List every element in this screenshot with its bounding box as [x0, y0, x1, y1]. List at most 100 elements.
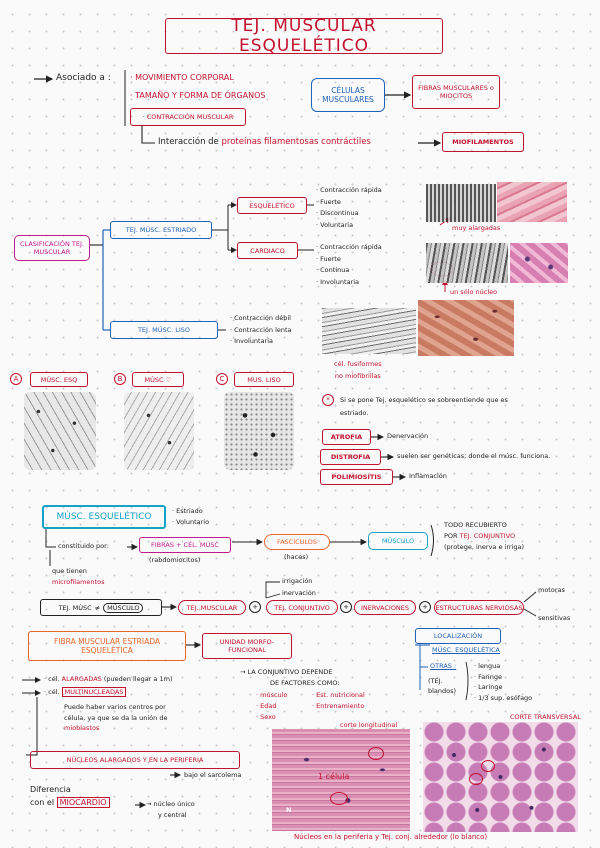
loc-item: · 1/3 sup. esófago — [474, 693, 533, 702]
smooth-muscle-drawing — [224, 392, 294, 470]
esq-prop: · Contracción rápida — [316, 186, 382, 194]
conjuntivo-text: → LA CONJUNTIVO DEPENDE DE FACTORES COMO… — [240, 667, 340, 689]
atrofia-label: ATROFIA — [330, 433, 363, 441]
b1-a: · cél. — [44, 675, 60, 683]
cardiaco-box: CARDIACO — [237, 242, 298, 259]
nucleus-circle-3 — [481, 760, 495, 772]
fibra-b1: · cél. ALARGADAS (pueden llegar a 1m) — [44, 675, 172, 683]
fasciculos-label: FASCÍCULOS — [276, 538, 318, 546]
card-pink-micrograph — [510, 243, 568, 283]
skeletal-muscle-drawing — [24, 392, 96, 470]
nucleus-circle-1 — [368, 747, 384, 760]
constituido-label: constituido por: — [58, 542, 109, 550]
diferencia-text: Diferencia con el MIOCARDIO — [30, 783, 110, 809]
factor: · Sexo — [256, 713, 276, 721]
mus-liso-label: MUS. LISO — [247, 375, 281, 384]
eq-t2-box: TEJ. CONJUNTIVO — [266, 600, 338, 615]
b3-text: Puede haber varios centros por célula, y… — [64, 703, 168, 722]
note-star-circle: * — [322, 394, 334, 406]
corte-long-label: corte longitudinal — [340, 721, 398, 729]
unidad-label: UNIDAD MORFO-FUNCIONAL — [219, 638, 275, 654]
nucleus-circle-2 — [330, 792, 348, 805]
n-label: N — [286, 806, 292, 814]
page-title: TEJ. MUSCULAR ESQUELÉTICO — [231, 16, 377, 56]
cardiac-muscle-drawing — [124, 392, 194, 470]
unidad-box: UNIDAD MORFO-FUNCIONAL — [202, 633, 292, 659]
musc-esq-title: MÚSC. ESQUELÉTICO — [56, 512, 152, 522]
musc-prop: · Estriado — [172, 507, 203, 515]
loc-cel-blandos: (TEJ. blandos) — [428, 677, 457, 695]
loc-item: · lengua — [474, 662, 501, 670]
eq-t2: TEJ. CONJUNTIVO — [274, 603, 330, 612]
contraccion-box: · CONTRACCIÓN MUSCULAR — [130, 108, 246, 126]
eq-t4-box: ESTRUCTURAS NERVIOSAS — [434, 600, 524, 615]
cel-fusiformes: cél. fusiformes — [334, 360, 382, 368]
liso-pink-micrograph — [418, 300, 514, 356]
atrofia-box: ATROFIA — [322, 429, 371, 445]
no-miofibrillas: no miofibrillas — [334, 372, 381, 380]
liso-gray-micrograph — [322, 308, 416, 354]
card-prop: · Involuntaria — [316, 277, 360, 286]
distrofia-box: DISTROFIA — [320, 449, 381, 465]
liso-box: TEJ. MÚSC. LISO — [110, 321, 218, 339]
recubierto-2b: TEJ. CONJUNTIVO — [459, 532, 516, 540]
fasciculos-box: FASCÍCULOS — [264, 534, 330, 550]
eq-left: TEJ. MÚSC — [58, 603, 92, 612]
estriado-label: TEJ. MÚSC. ESTRIADO — [125, 226, 197, 234]
liso-prop: · Contracción lenta — [230, 325, 292, 334]
page-title-box: TEJ. MUSCULAR ESQUELÉTICO — [165, 16, 443, 56]
nucleos-label: NÚCLEOS ALARGADOS Y EN LA PERIFERIA — [66, 756, 204, 764]
fibra-title: FIBRA MUSCULAR ESTRIADA ESQUELÉTICA — [53, 637, 161, 655]
atrofia-def: Denervación — [387, 432, 429, 440]
eq-motoras: motoras — [538, 586, 565, 594]
que-tienen: que tienen microfilamentos — [52, 566, 104, 588]
bajo-sarcolema: bajo el sarcolema — [184, 771, 242, 779]
distrofia-def: suelen ser genéticas; donde el músc. fun… — [397, 452, 551, 460]
plus-1-sym: + — [252, 603, 258, 611]
diferencia-1: Diferencia — [30, 785, 71, 794]
conj-2: DE FACTORES COMO: — [270, 679, 340, 687]
diferencia-2a: con el — [30, 798, 55, 807]
musculo-box: MÚSCULO — [368, 532, 428, 550]
musc-esq-props: · Estriado · Voluntario — [172, 506, 209, 528]
eq-ne: ≠ — [94, 603, 101, 612]
eq-t1: TEJ. MUSCULAR — [186, 603, 238, 612]
musc-prop: · Voluntario — [172, 518, 210, 526]
photo-caption: Núcleos en la periferia y Tej. conj. alr… — [294, 833, 488, 841]
liso-label: TEJ. MÚSC. LISO — [137, 326, 191, 334]
recubierto-3: (protege, inerva e irriga) — [444, 543, 525, 551]
factor: · Edad — [256, 702, 277, 710]
note-text: Si se pone Tej. esquelético se sobreenti… — [340, 396, 508, 417]
contraccion-label: · CONTRACCIÓN MUSCULAR — [142, 113, 234, 121]
label-a-letter: A — [13, 375, 19, 383]
card-props: · Contracción rápida · Fuerte · Continua… — [316, 242, 382, 288]
label-c-letter: C — [219, 375, 225, 383]
eq-musculo: MÚSCULO — [103, 602, 144, 613]
card-prop: · Contracción rápida — [316, 243, 382, 251]
musculo-label: MÚSCULO — [381, 537, 415, 545]
rabdo-label: (rabdomiocitos) — [149, 556, 201, 564]
plus-2: + — [340, 601, 352, 613]
eq-sensitivas: sensitivas — [538, 614, 571, 622]
cardiaco-label: CARDIACO — [250, 246, 285, 255]
esq-props: · Contracción rápida · Fuerte · Disconti… — [316, 185, 382, 231]
esq-prop: · Fuerte — [316, 197, 341, 206]
plus-3: + — [419, 601, 431, 613]
plus-1: + — [249, 601, 261, 613]
recubierto-2a: POR — [444, 532, 458, 540]
loc-items: · lengua · Faringe · Laringe · 1/3 sup. … — [474, 661, 532, 703]
musc-heart-label-box: MÚSC ♡ — [132, 372, 184, 387]
fibra-b2: · cél. MULTINUCLEADAS — [44, 687, 127, 697]
recubierto-text: TODO RECUBIERTO POR TEJ. CONJUNTIVO (pro… — [444, 520, 524, 553]
label-b-letter: B — [117, 375, 123, 383]
loc-musc: MÚSC. ESQUELÉTICA — [432, 646, 500, 654]
esqueletico-box: ESQUELÉTICO — [237, 197, 307, 214]
eq-inervacion: inervación — [282, 589, 316, 597]
factores-left: · músculo · Edad · Sexo — [256, 690, 287, 723]
cel-fusiformes-note: cél. fusiformes no miofibrillas — [334, 358, 382, 382]
esq-prop: · Voluntaria — [316, 220, 354, 229]
esq-prop: · Discontinua — [316, 209, 359, 217]
card-prop: · Fuerte — [316, 254, 341, 263]
loc-item: · Laringe — [474, 683, 503, 691]
